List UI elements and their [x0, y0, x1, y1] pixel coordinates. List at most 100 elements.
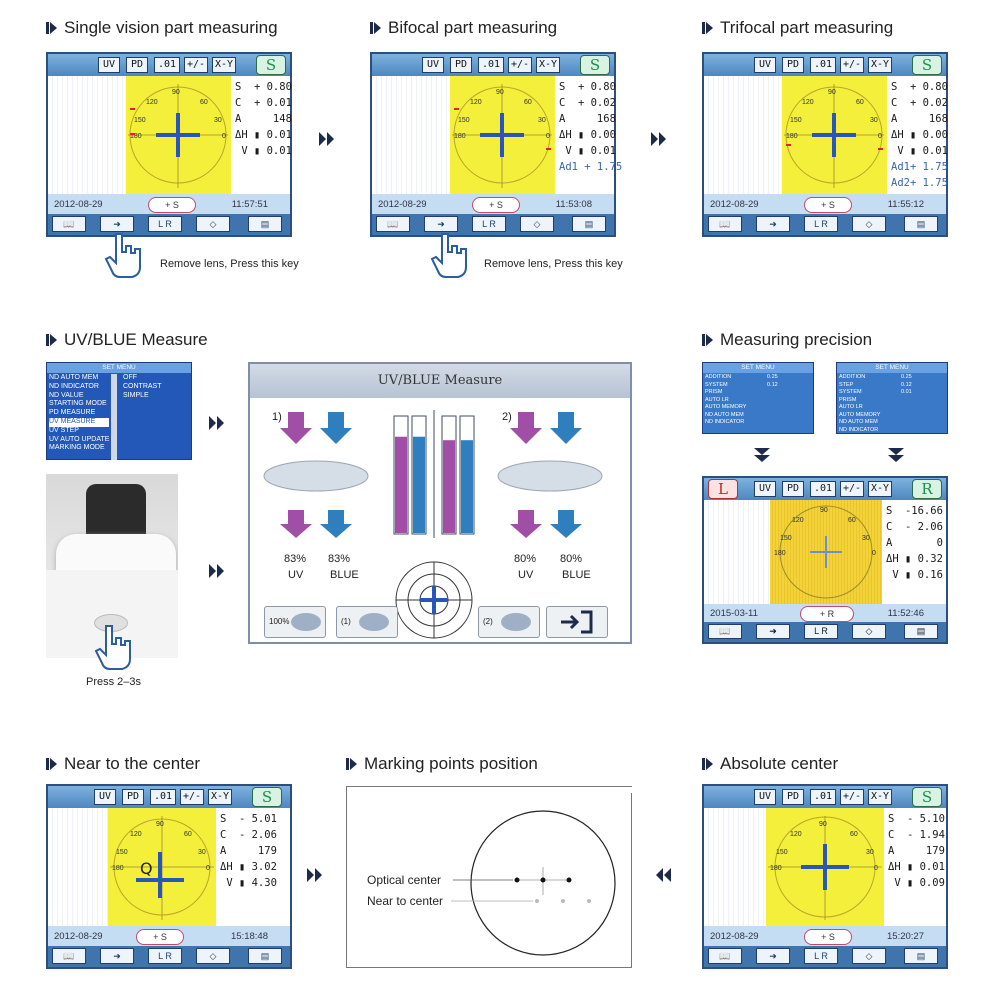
sign-button[interactable]: +/-: [840, 57, 864, 73]
menu-value[interactable]: 0.12: [767, 381, 778, 388]
right-lens-indicator[interactable]: R: [912, 479, 942, 499]
set-menu-item[interactable]: STARTING MODE: [49, 400, 107, 408]
menu-item[interactable]: SYSTEM: [839, 389, 862, 395]
remove-lens-icon[interactable]: ➜: [756, 624, 790, 639]
eraser-icon[interactable]: ◇: [852, 948, 886, 964]
book-icon[interactable]: 📖: [708, 624, 742, 639]
set-menu-item[interactable]: UV AUTO UPDATE: [49, 435, 110, 443]
uv-button[interactable]: UV: [754, 481, 776, 497]
menu-item[interactable]: PRISM: [839, 396, 857, 403]
lr-icon[interactable]: L R: [804, 624, 838, 639]
eraser-icon[interactable]: ◇: [852, 216, 886, 232]
lens2-measure-button[interactable]: (2): [478, 606, 540, 638]
menu-value[interactable]: 0.01: [901, 389, 912, 395]
exit-button[interactable]: [546, 606, 608, 638]
mode-indicator[interactable]: S: [912, 55, 942, 75]
remove-lens-add-icon[interactable]: ➜: [424, 216, 458, 232]
lr-icon[interactable]: L R: [148, 216, 182, 232]
precision-button[interactable]: .01: [150, 789, 176, 805]
eraser-icon[interactable]: ◇: [852, 624, 886, 639]
pd-button[interactable]: PD: [782, 481, 804, 497]
remove-lens-add-icon[interactable]: ➜: [756, 948, 790, 964]
menu-item[interactable]: AUTO MEMORY: [839, 411, 881, 418]
reference-100-button[interactable]: 100%: [264, 606, 326, 638]
lr-icon[interactable]: L R: [804, 948, 838, 964]
mode-indicator[interactable]: S: [256, 55, 286, 75]
plus-minus-indicator[interactable]: + S: [804, 197, 852, 213]
eraser-icon[interactable]: ◇: [520, 216, 554, 232]
set-menu-option[interactable]: OFF: [123, 374, 137, 381]
plus-minus-indicator[interactable]: + S: [472, 197, 520, 213]
mode-indicator[interactable]: S: [912, 787, 942, 807]
uv-button[interactable]: UV: [754, 57, 776, 73]
book-icon[interactable]: 📖: [376, 216, 410, 232]
lr-icon[interactable]: L R: [804, 216, 838, 232]
sign-button[interactable]: +/-: [184, 57, 208, 73]
pd-button[interactable]: PD: [122, 789, 144, 805]
set-menu-option[interactable]: SIMPLE: [123, 391, 149, 399]
set-menu-item[interactable]: ND AUTO MEM: [49, 374, 99, 381]
remove-lens-icon[interactable]: ➜: [100, 948, 134, 964]
mode-indicator[interactable]: S: [252, 787, 282, 807]
set-menu-item[interactable]: ND VALUE: [49, 391, 84, 399]
menu-item[interactable]: ND AUTO MEM: [705, 411, 744, 418]
sign-button[interactable]: +/-: [840, 789, 864, 805]
lr-icon[interactable]: L R: [472, 216, 506, 232]
eraser-icon[interactable]: ◇: [196, 216, 230, 232]
plus-minus-indicator[interactable]: + S: [136, 929, 184, 945]
pd-button[interactable]: PD: [782, 57, 804, 73]
xy-button[interactable]: X-Y: [536, 57, 560, 73]
menu-item[interactable]: AUTO LR: [705, 396, 729, 403]
left-lens-indicator[interactable]: L: [708, 479, 738, 499]
uv-button[interactable]: UV: [422, 57, 444, 73]
menu-item[interactable]: ADDITION: [705, 374, 732, 380]
uv-button[interactable]: UV: [94, 789, 116, 805]
lr-icon[interactable]: L R: [148, 948, 182, 964]
menu-item[interactable]: ADDITION: [839, 374, 866, 380]
precision-button[interactable]: .01: [478, 57, 504, 73]
menu-item[interactable]: ND INDICATOR: [839, 426, 879, 433]
menu-value[interactable]: 0.25: [901, 374, 912, 380]
menu-item[interactable]: AUTO LR: [839, 404, 863, 410]
set-menu-option[interactable]: CONTRAST: [123, 382, 162, 390]
printer-icon[interactable]: ▤: [572, 216, 606, 232]
sign-button[interactable]: +/-: [840, 481, 864, 497]
menu-item[interactable]: AUTO MEMORY: [705, 404, 747, 410]
menu-item[interactable]: ND INDICATOR: [705, 419, 745, 425]
set-menu-item-selected[interactable]: UV MEASURE: [49, 417, 110, 427]
precision-button[interactable]: .01: [154, 57, 180, 73]
printer-icon[interactable]: ▤: [248, 948, 282, 964]
plus-minus-indicator[interactable]: + R: [800, 606, 854, 622]
plus-minus-indicator[interactable]: + S: [804, 929, 852, 945]
printer-icon[interactable]: ▤: [904, 216, 938, 232]
xy-button[interactable]: X-Y: [212, 57, 236, 73]
printer-icon[interactable]: ▤: [904, 624, 938, 639]
plus-minus-indicator[interactable]: + S: [148, 197, 196, 213]
set-menu-item[interactable]: UV STEP: [49, 426, 79, 434]
remove-lens-add-icon[interactable]: ➜: [100, 216, 134, 232]
printer-icon[interactable]: ▤: [248, 216, 282, 232]
book-icon[interactable]: 📖: [708, 216, 742, 232]
set-menu-item[interactable]: MARKING MODE: [49, 444, 105, 452]
xy-button[interactable]: X-Y: [208, 789, 232, 805]
mode-indicator[interactable]: S: [580, 55, 610, 75]
pd-button[interactable]: PD: [782, 789, 804, 805]
printer-icon[interactable]: ▤: [904, 948, 938, 964]
pd-button[interactable]: PD: [450, 57, 472, 73]
menu-value[interactable]: 0.25: [767, 374, 778, 380]
precision-button[interactable]: .01: [810, 481, 836, 497]
pd-button[interactable]: PD: [126, 57, 148, 73]
set-menu-item[interactable]: PD MEASURE: [49, 409, 96, 417]
book-icon[interactable]: 📖: [52, 948, 86, 964]
set-menu-scrollbar[interactable]: [111, 374, 117, 460]
book-icon[interactable]: 📖: [708, 948, 742, 964]
precision-button[interactable]: .01: [810, 789, 836, 805]
remove-lens-icon[interactable]: ➜: [756, 216, 790, 232]
xy-button[interactable]: X-Y: [868, 57, 892, 73]
uv-button[interactable]: UV: [98, 57, 120, 73]
menu-value[interactable]: 0.12: [901, 381, 912, 388]
xy-button[interactable]: X-Y: [868, 789, 892, 805]
menu-item[interactable]: SYSTEM: [705, 381, 728, 388]
sign-button[interactable]: +/-: [180, 789, 204, 805]
menu-item[interactable]: ND AUTO MEM: [839, 419, 878, 425]
